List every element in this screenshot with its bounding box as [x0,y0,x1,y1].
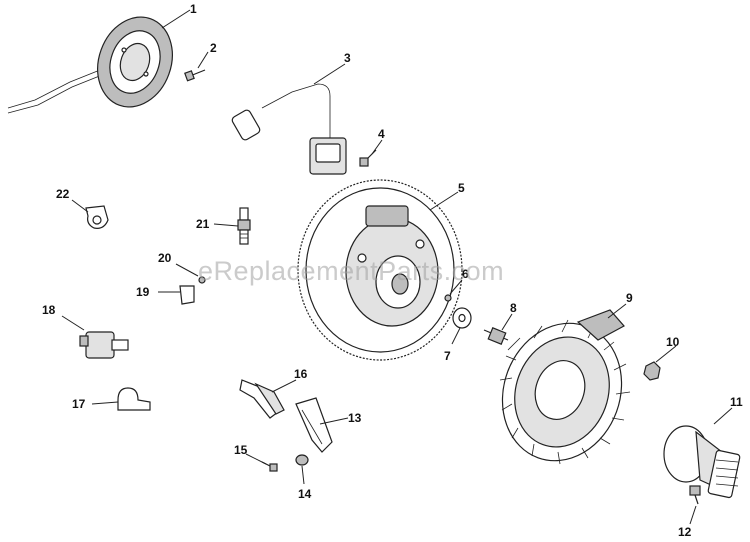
callout-4: 4 [378,127,385,141]
callout-22: 22 [56,187,70,201]
part-2-screw [184,69,206,82]
part-21-spark-plug [237,207,251,245]
part-5-flywheel [297,179,463,361]
callout-16: 16 [294,367,308,381]
part-14-nut [295,454,309,466]
part-10-nut [643,361,661,381]
callout-15: 15 [234,443,248,457]
callout-8: 8 [510,301,517,315]
callout-20: 20 [158,251,172,265]
callout-12: 12 [678,525,692,539]
part-16-bracket [239,379,285,419]
callout-5: 5 [458,181,465,195]
part-22-clamp [85,205,109,229]
part-11-hub [663,425,741,499]
callout-18: 18 [42,303,56,317]
part-6-pin [444,294,452,302]
callout-3: 3 [344,51,351,65]
callout-13: 13 [348,411,362,425]
part-19-clip [179,285,195,305]
callout-11: 11 [730,395,743,409]
part-7-washer [452,307,472,329]
callout-19: 19 [136,285,150,299]
callout-14: 14 [298,487,312,501]
part-18-rectifier [79,331,129,359]
callout-9: 9 [626,291,633,305]
part-17-clamp [117,387,151,411]
part-13-bracket [295,397,333,453]
leader-lines [61,9,733,525]
part-1-stator [7,16,173,114]
callout-10: 10 [666,335,680,349]
callout-17: 17 [72,397,86,411]
callout-2: 2 [210,41,217,55]
callout-1: 1 [190,2,197,16]
part-20-screw [198,276,206,284]
part-9-fan [499,309,631,465]
callout-6: 6 [462,267,469,281]
part-3-ignition-module [231,83,347,175]
part-12-screw [689,485,701,505]
callout-labels: 1 2 3 4 5 6 7 8 9 10 11 12 13 14 15 16 1… [42,2,743,539]
callout-7: 7 [444,349,451,363]
part-8-bolt [483,327,509,345]
callout-21: 21 [196,217,210,231]
